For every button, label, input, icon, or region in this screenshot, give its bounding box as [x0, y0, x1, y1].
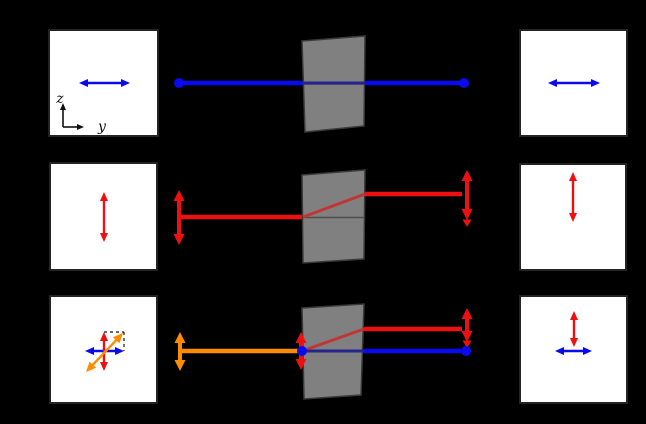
input-vertical-arrow-icon — [100, 192, 108, 242]
input-horizontal-arrow-icon — [79, 79, 130, 87]
output-horizontal-arrow-icon — [548, 79, 600, 87]
output-vertical-component-arrow-icon — [570, 311, 578, 347]
beam-start-polarization-arrow-row3 — [174, 332, 186, 371]
beam-start-dot-row1 — [174, 78, 184, 88]
row-horizontal-polarization: z y — [48, 29, 628, 137]
input-polarization-panel-row3 — [49, 295, 158, 404]
input-diagonal-arrow-icon — [86, 333, 123, 372]
output-horizontal-component-arrow-icon — [555, 347, 592, 355]
beam-end-dot-row3 — [461, 346, 471, 356]
coordinate-axes-icon: z y — [55, 91, 107, 135]
output-vertical-arrow-icon — [569, 172, 577, 222]
z-axis-label: z — [55, 91, 64, 107]
y-axis-label: y — [97, 119, 107, 135]
row-diagonal-polarization — [49, 295, 628, 404]
extraordinary-ray-inside-crystal-row3 — [301, 327, 365, 353]
output-polarization-panel-row3 — [519, 295, 628, 404]
row-vertical-polarization — [49, 162, 627, 271]
beam-end-polarization-arrow-row2 — [461, 170, 473, 227]
beam-start-polarization-arrow-row2 — [173, 190, 185, 245]
beam-end-dot-row1 — [459, 78, 469, 88]
extraordinary-ray-inside-crystal-row2 — [302, 192, 366, 219]
beam-end-polarization-arrow-row3 — [461, 308, 473, 348]
crystal-row2 — [301, 169, 366, 264]
entrance-dot-row3 — [297, 346, 307, 356]
